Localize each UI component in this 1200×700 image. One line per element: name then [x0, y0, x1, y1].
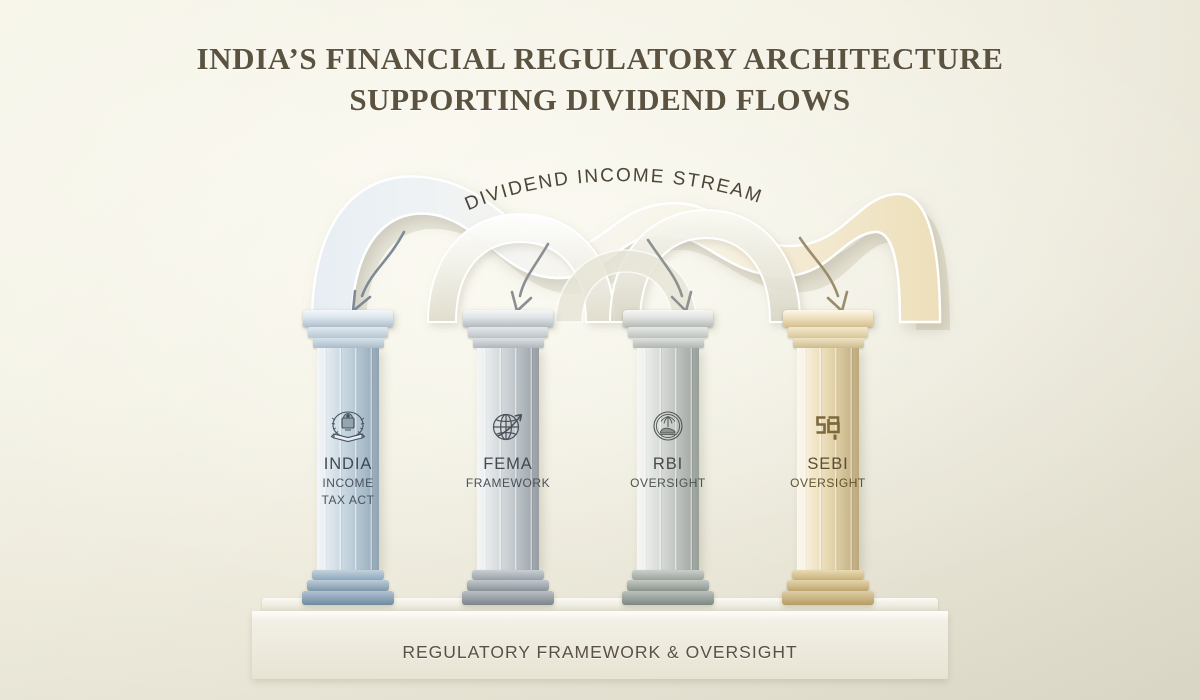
pillar-base-tier-1 — [472, 570, 544, 580]
pillar-base-tier-3 — [782, 591, 874, 605]
page-title: INDIA’S FINANCIAL REGULATORY ARCHITECTUR… — [0, 38, 1200, 120]
pillar-rbi-oversight[interactable]: RBI OVERSIGHT — [620, 310, 716, 605]
pillar-base-tier-3 — [462, 591, 554, 605]
pillar-base-tier-1 — [632, 570, 704, 580]
shaft-flutes — [637, 348, 699, 570]
pillar-base-tier-2 — [627, 580, 709, 591]
pillar-capital-abacus — [783, 310, 873, 327]
pedestal-sheen — [252, 611, 948, 621]
shaft-gloss — [637, 348, 699, 570]
pillar-shaft — [477, 348, 539, 570]
pillar-capital-echinus — [308, 327, 388, 338]
pillar-base-tier-2 — [787, 580, 869, 591]
pillar-capital-abacus — [623, 310, 713, 327]
shaft-gloss — [317, 348, 379, 570]
shaft-flutes — [317, 348, 379, 570]
pillar-capital-echinus — [468, 327, 548, 338]
pillar-capital-abacus — [463, 310, 553, 327]
pillar-fema-framework[interactable]: FEMA FRAMEWORK — [460, 310, 556, 605]
pillar-shaft — [637, 348, 699, 570]
pillar-base-tier-1 — [792, 570, 864, 580]
pillar-capital-echinus — [788, 327, 868, 338]
pillar-capital-abacus — [303, 310, 393, 327]
pillar-base-tier-3 — [622, 591, 714, 605]
pillar-shaft — [317, 348, 379, 570]
pillar-shaft — [797, 348, 859, 570]
pillar-base-tier-2 — [467, 580, 549, 591]
pillar-base-tier-2 — [307, 580, 389, 591]
pillar-income-tax-act[interactable]: INDIA INCOME TAX ACT — [300, 310, 396, 605]
shaft-flutes — [477, 348, 539, 570]
pillar-sebi-oversight[interactable]: SEBI OVERSIGHT — [780, 310, 876, 605]
arch-label: DIVIDEND INCOME STREAM — [462, 165, 765, 215]
pillar-capital-neck — [472, 338, 544, 348]
title-line-1: INDIA’S FINANCIAL REGULATORY ARCHITECTUR… — [196, 41, 1004, 76]
shaft-gloss — [477, 348, 539, 570]
pillar-capital-neck — [632, 338, 704, 348]
pillar-capital-echinus — [628, 327, 708, 338]
shaft-gloss — [797, 348, 859, 570]
pillar-capital-neck — [312, 338, 384, 348]
base-label: REGULATORY FRAMEWORK & OVERSIGHT — [402, 642, 798, 662]
pillar-base-tier-1 — [312, 570, 384, 580]
pillar-base-tier-3 — [302, 591, 394, 605]
shaft-flutes — [797, 348, 859, 570]
title-line-2: SUPPORTING DIVIDEND FLOWS — [349, 82, 851, 118]
pillar-capital-neck — [792, 338, 864, 348]
